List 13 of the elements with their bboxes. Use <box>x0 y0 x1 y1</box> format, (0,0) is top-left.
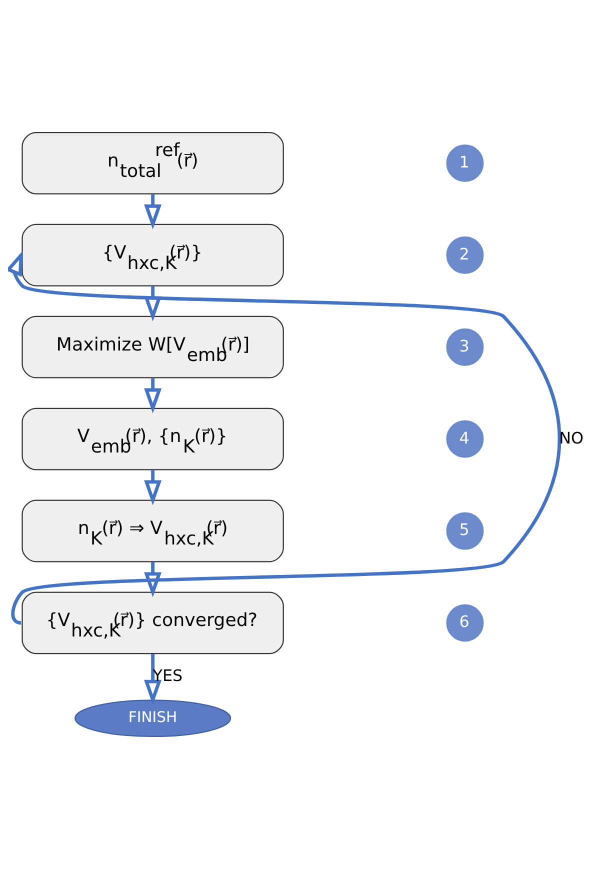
arrow <box>144 378 162 414</box>
node-circle: 3 <box>446 328 484 366</box>
arrow <box>144 562 162 598</box>
node-circle: 2 <box>446 236 484 274</box>
arrow <box>144 654 162 705</box>
arrow <box>144 194 162 230</box>
node-ellipse: FINISH <box>74 700 232 738</box>
node-circle: 1 <box>446 144 484 182</box>
node-circle: 4 <box>446 420 484 458</box>
node-circle: 5 <box>446 512 484 550</box>
arrow <box>144 286 162 322</box>
arrow <box>144 470 162 506</box>
node-circle: 6 <box>446 604 484 642</box>
